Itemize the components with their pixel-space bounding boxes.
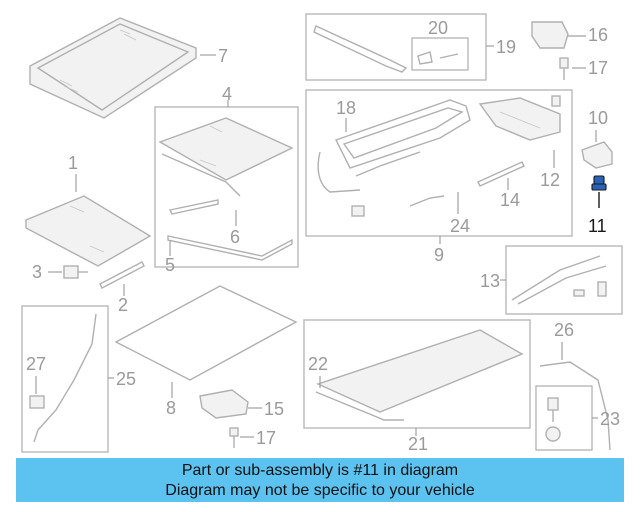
callout-25: 25 [116, 369, 136, 389]
callout-7: 7 [218, 46, 228, 66]
part-2-strip: 2 [99, 261, 145, 315]
part-3-bolt: 3 [32, 262, 88, 282]
group-25-box: 25 27 [21, 305, 136, 453]
callout-6: 6 [230, 227, 240, 247]
callout-24: 24 [450, 216, 470, 236]
callout-8: 8 [166, 398, 176, 418]
callout-3: 3 [32, 262, 42, 282]
group-19-box: 20 19 [305, 13, 516, 81]
callout-5: 5 [165, 255, 175, 275]
part-1-glass: 1 [25, 153, 152, 267]
callout-22: 22 [308, 354, 328, 374]
part-16-motor: 16 [531, 21, 608, 49]
part-7-glass-panel: 7 [29, 17, 228, 119]
group-23-box: 23 [535, 385, 620, 451]
callout-16: 16 [588, 25, 608, 45]
part-15-motor: 15 [199, 389, 284, 419]
callout-20: 20 [428, 18, 448, 38]
callout-26: 26 [554, 320, 574, 340]
info-banner: Part or sub-assembly is #11 in diagram D… [16, 458, 624, 502]
callout-15: 15 [264, 399, 284, 419]
banner-line-1: Part or sub-assembly is #11 in diagram [181, 462, 459, 479]
part-17-screw-top: 17 [559, 57, 608, 80]
callout-11: 11 [588, 216, 607, 236]
callout-19: 19 [496, 37, 516, 57]
part-10-bracket: 10 [581, 108, 613, 169]
banner-line-2: Diagram may not be specific to your vehi… [165, 482, 475, 499]
callout-17-bottom: 17 [256, 428, 276, 448]
callout-17-top: 17 [588, 58, 608, 78]
callout-1: 1 [68, 153, 78, 173]
part-8-seal: 8 [114, 285, 298, 418]
group-4-box: 4 6 5 [154, 84, 299, 275]
callout-23: 23 [600, 409, 620, 429]
callout-14: 14 [500, 190, 520, 210]
callout-10: 10 [588, 108, 608, 128]
group-21-box: 22 21 [303, 319, 531, 454]
callout-9: 9 [434, 245, 444, 265]
callout-12: 12 [540, 170, 560, 190]
part-26-hose: 26 [539, 320, 611, 451]
group-13-box: 13 [480, 245, 623, 315]
part-17-screw-bottom: 17 [229, 427, 276, 448]
callout-13: 13 [480, 271, 500, 291]
callout-27: 27 [26, 354, 46, 374]
callout-18: 18 [336, 98, 356, 118]
callout-2: 2 [118, 295, 128, 315]
callout-21: 21 [408, 434, 428, 454]
group-9-frame-box: 18 12 14 24 9 [305, 89, 573, 265]
part-11-highlighted: 11 [588, 175, 607, 236]
callout-4: 4 [222, 84, 232, 104]
